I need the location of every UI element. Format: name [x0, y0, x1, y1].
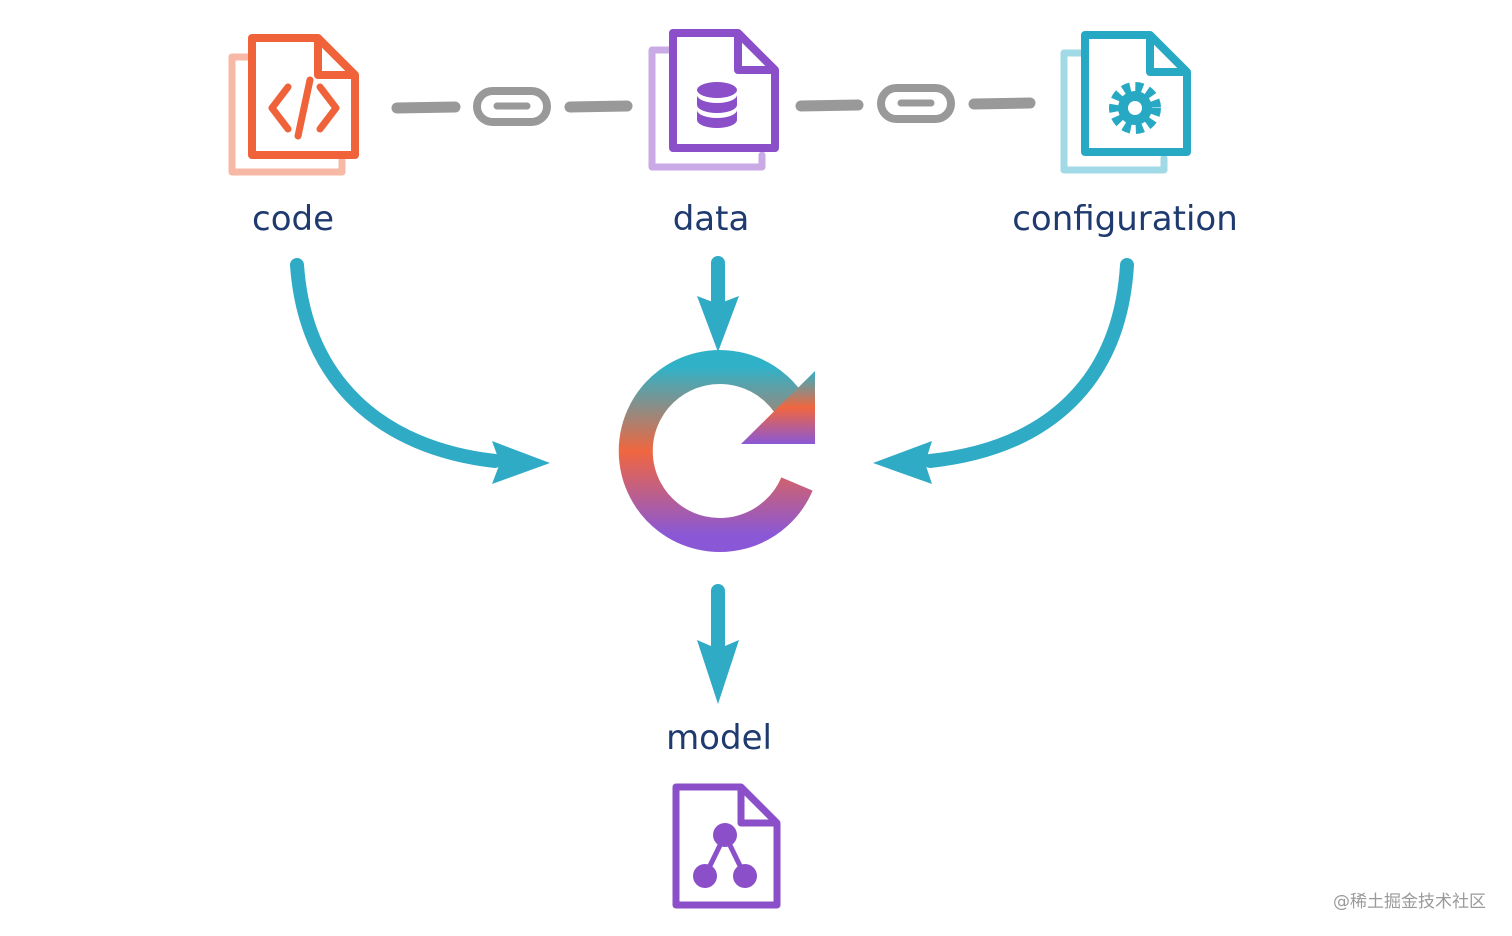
config-file-corner-fold [1146, 35, 1187, 76]
link-icon [877, 84, 955, 123]
arrow-process-to-model [697, 584, 739, 704]
arrow-code-to-process [290, 258, 550, 484]
code-slash [294, 76, 314, 140]
code-file-back-page [228, 53, 346, 176]
data-file-corner-fold [734, 33, 775, 74]
link-line-right [564, 100, 633, 113]
model-label: model [666, 718, 772, 758]
code-bracket-left [268, 83, 292, 133]
link-line-right [968, 97, 1036, 110]
gear-icon [1109, 82, 1161, 134]
database-file-icon [648, 29, 779, 171]
code-bracket-right [316, 83, 340, 133]
model-file-corner-fold [737, 787, 777, 827]
code-file-icon [228, 34, 359, 176]
data-file-back-page [648, 46, 766, 171]
configuration-label: configuration [1012, 199, 1238, 239]
config-file-back-page [1060, 49, 1168, 174]
link-connector-data-configuration [795, 84, 1036, 123]
network-graph-icon [693, 823, 757, 888]
refresh-icon [618, 350, 815, 552]
code-file-corner-fold [314, 38, 355, 79]
code-label: code [252, 199, 334, 239]
refresh-arrowhead [741, 371, 815, 444]
arrow-data-to-process [697, 256, 739, 352]
gear-file-icon [1060, 31, 1191, 174]
arrow-configuration-to-process [873, 258, 1134, 484]
link-line-left [391, 101, 461, 114]
refresh-arc [618, 350, 813, 552]
link-connector-code-data [391, 87, 633, 126]
database-cylinder [697, 82, 737, 128]
watermark-text: @稀土掘金技术社区 [1333, 892, 1486, 912]
link-icon [473, 87, 551, 126]
model-file-icon [672, 783, 781, 909]
link-line-left [795, 99, 864, 112]
data-label: data [673, 199, 750, 239]
